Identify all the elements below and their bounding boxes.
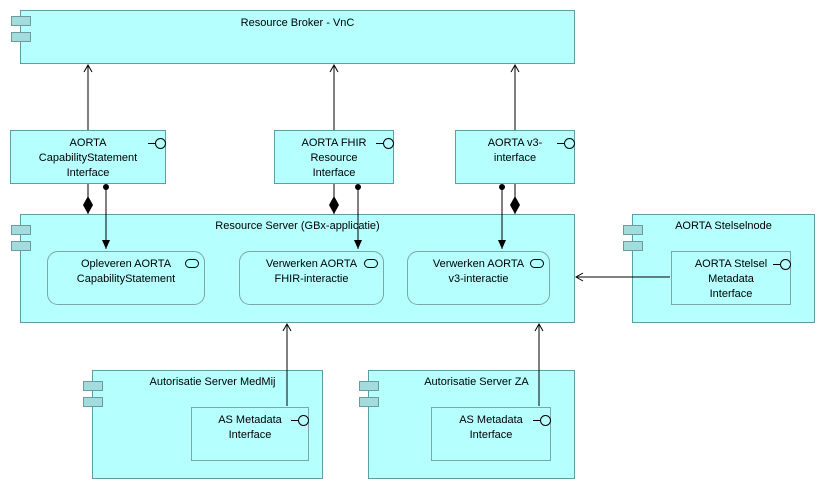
aorta-fhir-interface[interactable]: AORTA FHIR Resource Interface — [274, 130, 394, 184]
composition-relation — [83, 184, 93, 214]
as-za-label: Autorisatie Server ZA — [424, 376, 529, 388]
interface-icon — [533, 415, 551, 427]
component-icon — [359, 381, 379, 409]
aorta-capability-interface[interactable]: AORTA CapabilityStatement Interface — [10, 130, 166, 184]
opleveren-capability-process[interactable]: Opleveren AORTA CapabilityStatement — [47, 251, 205, 305]
opleveren-label: Opleveren AORTA CapabilityStatement — [76, 258, 176, 285]
service-icon — [185, 259, 199, 268]
composition-relation — [510, 184, 520, 214]
aorta-fhir-interface-label: AORTA FHIR Resource Interface — [301, 137, 367, 179]
verwerken-v3-process[interactable]: Verwerken AORTA v3-interactie — [407, 251, 550, 305]
stelsel-metadata-label: AORTA Stelsel Metadata Interface — [694, 258, 768, 300]
as-medmij-metadata-label: AS Metadata Interface — [218, 414, 282, 441]
as-za-metadata-interface[interactable]: AS Metadata Interface — [431, 407, 551, 461]
component-icon — [83, 381, 103, 409]
resource-server-component[interactable]: Resource Server (GBx-applicatie) Oplever… — [11, 214, 575, 323]
verwerken-fhir-process[interactable]: Verwerken AORTA FHIR-interactie — [239, 251, 384, 305]
as-za-component[interactable]: Autorisatie Server ZA AS Metadata Interf… — [359, 370, 575, 479]
composition-relation — [329, 184, 339, 214]
verwerken-v3-label: Verwerken AORTA v3-interactie — [432, 258, 525, 285]
interface-icon — [376, 138, 394, 150]
resource-broker-label: Resource Broker - VnC — [240, 17, 355, 29]
interface-icon — [773, 259, 791, 271]
verwerken-fhir-label: Verwerken AORTA FHIR-interactie — [265, 258, 358, 285]
as-medmij-label: Autorisatie Server MedMij — [149, 376, 276, 388]
as-za-metadata-label: AS Metadata Interface — [459, 414, 523, 441]
aorta-v3-interface[interactable]: AORTA v3- interface — [455, 130, 575, 184]
aorta-stelselnode-component[interactable]: AORTA Stelselnode AORTA Stelsel Metadata… — [623, 214, 815, 323]
as-medmij-component[interactable]: Autorisatie Server MedMij AS Metadata In… — [83, 370, 323, 479]
component-icon — [623, 225, 643, 253]
aorta-v3-interface-label: AORTA v3- interface — [487, 137, 543, 164]
as-medmij-metadata-interface[interactable]: AS Metadata Interface — [191, 407, 309, 461]
component-icon — [11, 225, 31, 253]
service-icon — [364, 259, 378, 268]
component-icon — [11, 16, 31, 44]
aorta-capability-interface-label: AORTA CapabilityStatement Interface — [38, 137, 138, 179]
interface-icon — [557, 138, 575, 150]
service-icon — [530, 259, 544, 268]
resource-server-label: Resource Server (GBx-applicatie) — [215, 220, 380, 232]
stelsel-metadata-interface[interactable]: AORTA Stelsel Metadata Interface — [671, 251, 791, 305]
resource-broker-component[interactable]: Resource Broker - VnC — [11, 10, 575, 64]
interface-icon — [291, 415, 309, 427]
aorta-stelselnode-label: AORTA Stelselnode — [675, 220, 772, 232]
interface-icon — [148, 138, 166, 150]
